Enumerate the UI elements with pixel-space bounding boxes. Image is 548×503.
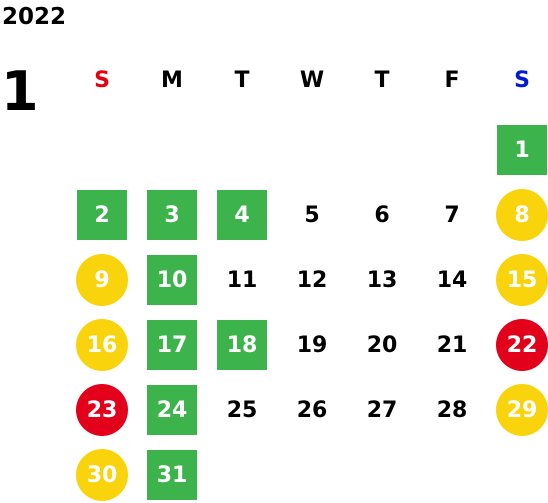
calendar-day: 22 <box>496 319 548 371</box>
calendar-day: 12 <box>296 267 328 293</box>
weekday-label: S <box>94 68 110 93</box>
calendar-day: 9 <box>76 254 128 306</box>
calendar-day: 26 <box>296 397 328 423</box>
calendar-day: 23 <box>76 384 128 436</box>
calendar-day: 17 <box>147 320 197 370</box>
calendar-day: 2 <box>77 190 127 240</box>
calendar-day: 31 <box>147 450 197 500</box>
calendar-day: 7 <box>444 202 460 228</box>
calendar-day: 20 <box>366 332 398 358</box>
weekday-label: M <box>161 68 183 93</box>
calendar-day: 14 <box>436 267 468 293</box>
calendar-month: 1 <box>1 60 39 123</box>
calendar-day: 11 <box>226 267 258 293</box>
calendar-day: 4 <box>217 190 267 240</box>
weekday-label: T <box>234 68 250 93</box>
weekday-label: S <box>514 68 530 93</box>
calendar-day: 3 <box>147 190 197 240</box>
calendar-day: 16 <box>76 319 128 371</box>
calendar-day: 28 <box>436 397 468 423</box>
weekday-label: F <box>444 68 460 93</box>
calendar-day: 8 <box>496 189 548 241</box>
calendar-day: 30 <box>76 449 128 501</box>
calendar-day: 29 <box>496 384 548 436</box>
calendar-day: 13 <box>366 267 398 293</box>
calendar-day: 5 <box>304 202 320 228</box>
weekday-label: W <box>299 68 325 93</box>
calendar-day: 1 <box>497 125 547 175</box>
calendar-year: 2022 <box>2 4 67 30</box>
calendar-day: 15 <box>496 254 548 306</box>
calendar-day: 27 <box>366 397 398 423</box>
calendar-day: 18 <box>217 320 267 370</box>
calendar-day: 25 <box>226 397 258 423</box>
calendar-day: 19 <box>296 332 328 358</box>
calendar-day: 24 <box>147 385 197 435</box>
calendar-day: 21 <box>436 332 468 358</box>
weekday-label: T <box>374 68 390 93</box>
calendar-day: 6 <box>374 202 390 228</box>
calendar-day: 10 <box>147 255 197 305</box>
